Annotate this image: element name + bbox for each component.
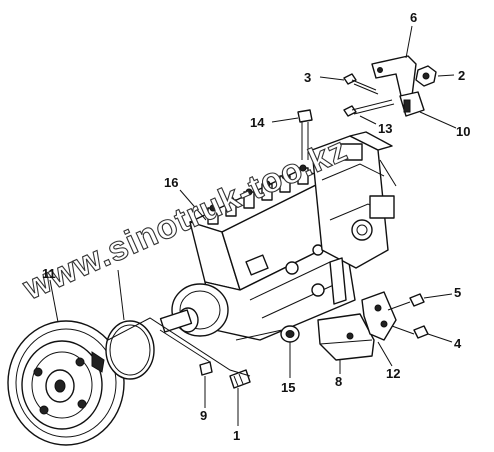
callout-5: 5 (454, 285, 461, 300)
bolt-13 (343, 99, 395, 117)
callout-14: 14 (250, 115, 265, 130)
callout-10: 10 (456, 124, 470, 139)
injection-pump-body (159, 164, 356, 341)
callout-9: 9 (200, 408, 207, 423)
callout-16: 16 (164, 175, 178, 190)
bolt-4 (391, 325, 429, 339)
bracket-12 (361, 291, 397, 341)
governor-housing (311, 131, 397, 305)
bracket-6 (371, 55, 417, 101)
key (199, 361, 213, 376)
block-10 (399, 91, 425, 117)
callout-12: 12 (386, 366, 400, 381)
leader-lines (49, 25, 457, 426)
callout-13: 13 (378, 121, 392, 136)
callout-11: 11 (42, 266, 56, 281)
washer-15 (280, 325, 300, 343)
callout-3: 3 (304, 70, 311, 85)
bolt-3 (343, 73, 379, 95)
bolt-5 (387, 293, 425, 311)
o-ring (105, 320, 155, 380)
nut-2 (415, 65, 437, 87)
pulley (7, 320, 125, 446)
callout-labels: 1 2 3 4 5 6 8 9 10 11 12 13 14 15 16 (42, 10, 470, 443)
callout-8: 8 (335, 374, 342, 389)
callout-15: 15 (281, 380, 295, 395)
callout-6: 6 (410, 10, 417, 25)
bolt-14 (297, 109, 313, 160)
callout-4: 4 (454, 336, 462, 351)
callout-1: 1 (233, 428, 240, 443)
support-bracket-8 (317, 313, 375, 361)
assembly-lines (107, 317, 283, 377)
callout-2: 2 (458, 68, 465, 83)
